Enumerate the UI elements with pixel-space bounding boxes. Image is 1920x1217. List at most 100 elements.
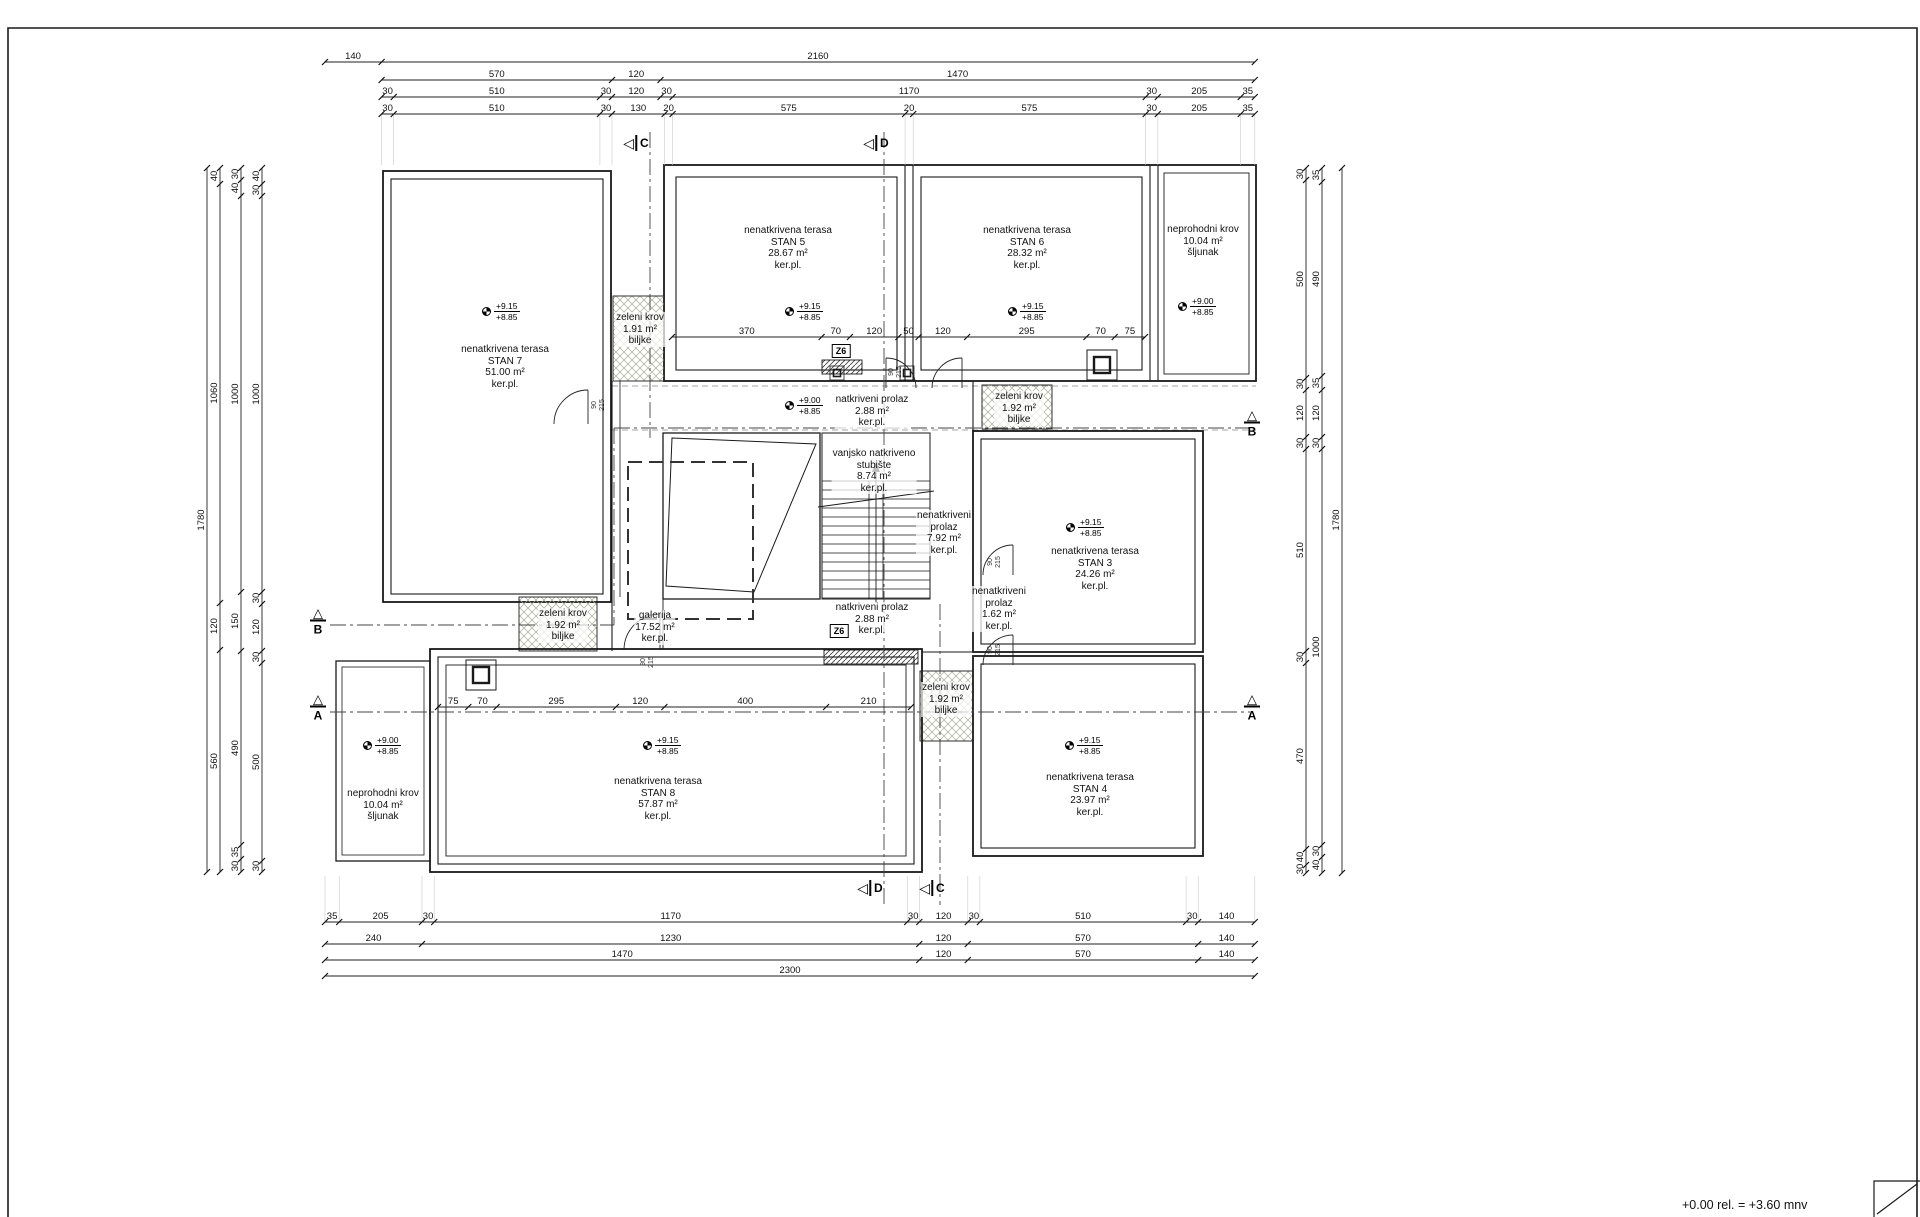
dimension-label: 210 (861, 696, 877, 707)
dimension-label: 30 (251, 185, 262, 196)
dimension-label: 575 (1021, 103, 1037, 114)
dimension-label: 400 (737, 696, 753, 707)
dimension-label: 30 (423, 911, 434, 922)
galerija-outline (662, 432, 821, 600)
dimension-label: 120 (935, 326, 951, 337)
sheet-frame (7, 27, 1920, 1217)
datum-note: +0.00 rel. = +3.60 mnv (1682, 1198, 1808, 1212)
dimension-label: 510 (1075, 911, 1091, 922)
dimension-label: 240 (366, 933, 382, 944)
dimension-label: 120 (632, 696, 648, 707)
dimension-label: 570 (489, 69, 505, 80)
dimension-label: 30 (1295, 864, 1306, 875)
dimension-label: 1470 (612, 949, 633, 960)
dimension-label: 20 (663, 103, 674, 114)
door-dimension-label: 90 (888, 368, 895, 376)
dimension-label: 140 (1219, 933, 1235, 944)
roof-drain-icon (465, 349, 1118, 691)
dimension-label: 35 (230, 847, 241, 858)
dimension-label: 120 (251, 619, 262, 635)
green-roof-hatch (981, 384, 1053, 430)
dimension-label: 120 (628, 86, 644, 97)
dimension-label: 205 (1191, 103, 1207, 114)
dimension-label: 500 (251, 754, 262, 770)
dimension-label: 1000 (1311, 636, 1322, 657)
dimension-label: 1780 (196, 509, 207, 530)
dimension-label: 510 (489, 103, 505, 114)
dimension-label: 30 (969, 911, 980, 922)
door-dimension-label: 90 (591, 401, 598, 409)
room-stan4-outline (972, 655, 1204, 857)
lintel-hatch (821, 359, 863, 375)
dimension-label: 1230 (660, 933, 681, 944)
dimension-label: 140 (1219, 949, 1235, 960)
dimension-label: 120 (628, 69, 644, 80)
dimension-label: 295 (1019, 326, 1035, 337)
dimension-label: 140 (345, 51, 361, 62)
dimension-label: 1000 (230, 383, 241, 404)
door-dimension-label: 215 (896, 366, 903, 378)
top-band-outline (663, 164, 1257, 382)
dimension-label: 35 (1311, 170, 1322, 181)
dimension-label: 205 (1191, 86, 1207, 97)
dimension-label: 30 (230, 861, 241, 872)
dimension-label: 30 (601, 86, 612, 97)
dimension-label: 30 (251, 593, 262, 604)
dimension-label: 70 (1095, 326, 1106, 337)
dimension-label: 75 (1125, 326, 1136, 337)
dimension-label: 40 (1311, 860, 1322, 871)
dimension-label: 40 (209, 171, 220, 182)
dimension-label: 70 (831, 326, 842, 337)
dimension-label: 30 (908, 911, 919, 922)
dimension-label: 1170 (899, 86, 919, 97)
green-roof-hatch (612, 295, 665, 382)
dimension-label: 35 (327, 911, 338, 922)
staircase (817, 432, 935, 603)
dimension-label: 30 (1146, 103, 1157, 114)
dimension-label: 470 (1295, 748, 1306, 764)
dimension-label: 75 (448, 696, 459, 707)
dimension-label: 30 (251, 861, 262, 872)
roof-opening-dashed (627, 461, 754, 620)
room-stan3-outline (972, 430, 1204, 653)
dim-chain: 1780 (1331, 164, 1346, 877)
dimension-label: 120 (936, 911, 952, 922)
door-dimension-label: 90 (640, 658, 647, 666)
dimension-label: 30 (1295, 379, 1306, 390)
door-swings (553, 357, 1014, 666)
dimension-label: 2300 (779, 965, 800, 976)
dimension-label: 510 (489, 86, 505, 97)
dimension-label: 70 (477, 696, 488, 707)
dimension-label: 120 (936, 933, 952, 944)
dimension-label: 120 (866, 326, 882, 337)
green-roof-hatch (518, 596, 598, 652)
dimension-label: 30 (1146, 86, 1157, 97)
dimension-label: 570 (1075, 933, 1091, 944)
walls (335, 164, 1257, 873)
green-roof-hatch (919, 670, 974, 742)
stair-direction-arrow-icon (872, 462, 880, 472)
dimension-label: 120 (1311, 405, 1322, 421)
dim-chain: 2300 (321, 965, 1259, 980)
dimension-label: 30 (1311, 438, 1322, 449)
dimension-label: 30 (661, 86, 672, 97)
dimension-label: 30 (382, 103, 393, 114)
dimension-label: 120 (1295, 405, 1306, 421)
door-dimension-label: 215 (995, 556, 1002, 568)
dimension-label: 30 (1295, 438, 1306, 449)
dimension-label: 510 (1295, 542, 1306, 558)
dimension-label: 35 (1311, 378, 1322, 389)
dimension-label: 30 (230, 169, 241, 180)
dim-chain: 1780 (196, 164, 211, 876)
axis-lines (330, 132, 1250, 905)
